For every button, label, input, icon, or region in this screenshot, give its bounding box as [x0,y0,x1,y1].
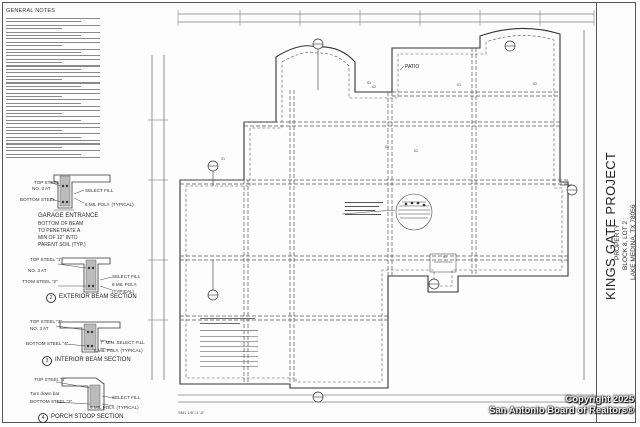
interior-bottom-steel-label: BOTTOM STEEL "4" [26,341,69,346]
interior-poly-label: 6 MIL POLY. (TYPICAL) [94,348,143,353]
porch-bottom-steel-label: BOTTOM STEEL "2" [30,399,73,404]
sheet-border [2,2,636,423]
interior-no3-label: NO. 3 AT [30,326,49,331]
garage-note-3: MIN OF 12" INTO [38,235,78,241]
interior-beam-caption: INTERIOR BEAM SECTION [55,357,131,363]
garage-bottom-steel-label: BOTTOM STEEL [20,197,56,202]
scale-note: SM1 1/8"=1'-0" [178,410,205,415]
svg-text:S1: S1 [457,83,461,87]
garage-note-1: BOTTOM OF BEAM [38,221,84,227]
project-line-2: BLOCK 8, LOT 2 [622,220,629,270]
porch-turn-down-label: Turn down bar [30,391,60,396]
exterior-bottom-steel-label: TTOM STEEL "2" [22,279,58,284]
general-notes-body [6,18,100,160]
general-notes: GENERAL NOTES [4,8,100,160]
svg-text:S1: S1 [443,255,447,259]
garage-note-4: PARENT SOIL (TYP.) [38,242,86,248]
exterior-top-steel-label: TOP STEEL "1" [30,257,63,262]
svg-text:S1: S1 [221,157,225,161]
svg-text:S2: S2 [414,149,418,153]
garage-entrance-title: GARAGE ENTRANCE [38,213,99,219]
garage-top-steel-label: TOP STEEL [34,180,60,185]
garage-note-2: TO PENETRATE A [38,228,81,234]
porch-top-steel-label: TOP STEEL "1" [34,377,67,382]
svg-text:S1: S1 [385,145,389,149]
garage-poly-label: 6 MIL POLY. (TYPICAL) [85,202,134,207]
exterior-beam-caption: EXTERIOR BEAM SECTION [59,294,137,300]
copyright-watermark: Copyright 2025 San Antonio Board of Real… [489,394,634,417]
patio-label: PATIO [405,64,420,70]
svg-text:S2: S2 [372,85,376,89]
porch-poly-label: 6 MIL POLY. (TYPICAL) [90,405,139,410]
exterior-select-fill-label: SELECT FILL [112,274,141,279]
porch-stoop-caption: PORCH STOOP SECTION [51,414,124,420]
interior-top-steel-label: TOP STEEL "3" [30,319,63,324]
title-block [596,2,637,423]
porch-select-fill-label: SELECT FILL [112,395,141,400]
exterior-poly-label: 6 MIL POLY. [112,282,138,287]
realtors-line: San Antonio Board of Realtors® [489,405,634,417]
exterior-typical-label: (TYPICAL) [112,289,135,294]
project-line-3: LAKE MEDINA, TX 78056 [630,204,637,280]
exterior-no3-label: NO. 3 AT [28,268,47,273]
detail-4-marker: 4 [38,413,48,423]
detail-2-marker: 2 [46,293,56,303]
garage-select-fill-label: SELECT FILL [85,188,114,193]
svg-text:S1: S1 [367,81,371,85]
svg-text:S2: S2 [533,82,537,86]
general-notes-title: GENERAL NOTES [6,8,56,14]
copyright-line: Copyright 2025 [565,394,634,406]
garage-no3-label: NO. 3 AT [32,186,51,191]
interior-select-fill-label: 7" MIN. SELECT FILL [100,340,145,345]
detail-3-marker: 3 [42,356,52,366]
project-line-1: PROPERTY [614,224,621,260]
